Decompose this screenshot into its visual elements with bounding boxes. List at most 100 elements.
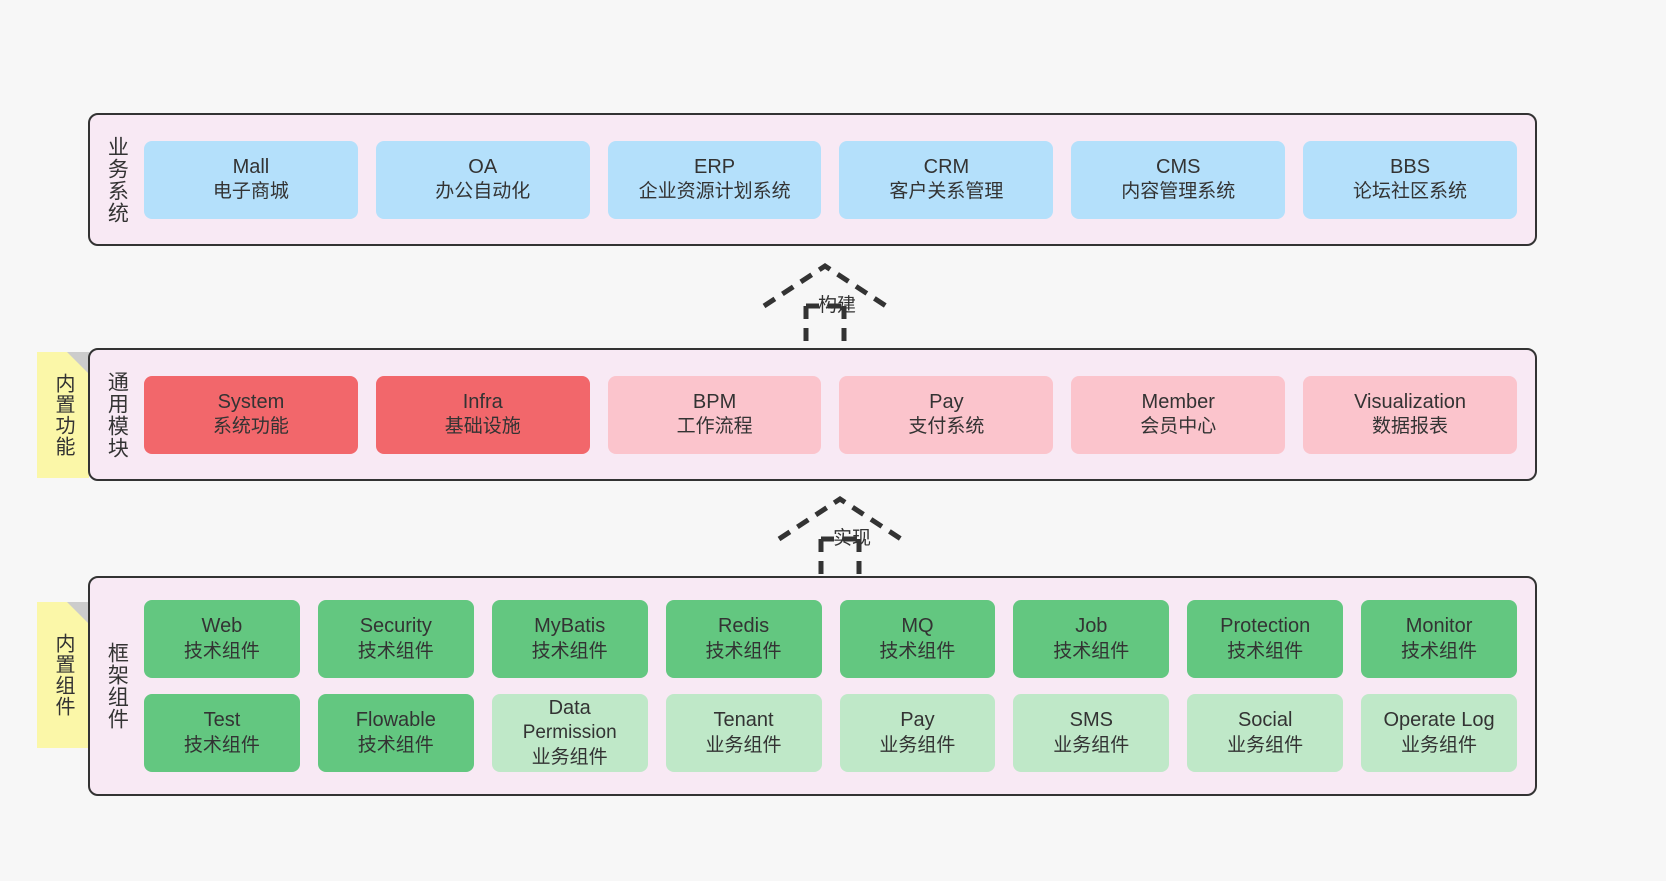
layer-label-framework-component: 框架组件	[105, 642, 129, 730]
cell-title: Visualization	[1354, 390, 1467, 413]
cell-subtitle: 会员中心	[1140, 416, 1217, 438]
cell-subtitle: 业务组件	[531, 746, 608, 768]
layer-label-business-system: 业务系统	[105, 135, 129, 224]
cell-subtitle: 技术组件	[705, 640, 782, 662]
cell-title: CRM	[923, 155, 970, 178]
cell-subtitle: 企业资源计划系统	[638, 181, 791, 203]
cell-title: Job	[1075, 615, 1108, 638]
sticky-note-builtin-component: 内置组件	[37, 602, 89, 748]
cell-title: System	[217, 390, 285, 413]
cell-subtitle: 论坛社区系统	[1353, 181, 1468, 203]
common-module-box-system[interactable]: System 系统功能	[144, 375, 358, 454]
cell-title: Tenant	[713, 709, 774, 732]
business-system-box-bbs[interactable]: BBS 论坛社区系统	[1303, 140, 1517, 219]
cell-subtitle: 业务组件	[1401, 734, 1478, 756]
sticky-note-builtin-function-label: 内置功能	[52, 373, 74, 457]
cell-subtitle: 电子商城	[212, 181, 289, 203]
note-fold-corner-icon	[67, 352, 89, 374]
sticky-note-builtin-function: 内置功能	[37, 352, 89, 478]
cell-title: Web	[201, 615, 243, 638]
cell-title: Redis	[717, 615, 770, 638]
cell-title: Social	[1237, 709, 1293, 732]
business-system-box-crm[interactable]: CRM 客户关系管理	[839, 140, 1054, 219]
cell-title: Operate Log	[1383, 709, 1495, 732]
cell-title: Pay	[929, 390, 964, 413]
cell-title: Security	[359, 615, 432, 638]
cell-subtitle: 数据报表	[1372, 416, 1449, 438]
cell-subtitle: 客户关系管理	[889, 181, 1004, 203]
cell-subtitle: 业务组件	[1227, 734, 1304, 756]
cell-title: MyBatis	[534, 615, 606, 638]
cell-title: OA	[468, 155, 498, 178]
cell-subtitle: 业务组件	[879, 734, 956, 756]
connector-build: 构建	[760, 262, 910, 348]
note-fold-corner-icon	[67, 602, 89, 624]
cell-subtitle: 支付系统	[908, 416, 985, 438]
cell-subtitle: 工作流程	[676, 416, 753, 438]
common-module-box-visualization[interactable]: Visualization 数据报表	[1303, 375, 1517, 454]
common-module-box-pay[interactable]: Pay 支付系统	[839, 375, 1054, 454]
cell-title: CMS	[1156, 155, 1201, 178]
cell-subtitle: 技术组件	[357, 640, 434, 662]
cell-title: Mall	[232, 155, 270, 178]
cell-subtitle: 内容管理系统	[1121, 181, 1236, 203]
cell-subtitle: 技术组件	[1401, 640, 1478, 662]
cell-title: Pay	[900, 709, 935, 732]
cell-subtitle: 技术组件	[1053, 640, 1130, 662]
cell-subtitle: 业务组件	[1053, 734, 1130, 756]
cell-title: Infra	[462, 390, 503, 413]
cell-subtitle: 技术组件	[357, 734, 434, 756]
sticky-note-builtin-component-label: 内置组件	[52, 633, 74, 717]
layer-label-common-module: 通用模块	[105, 370, 129, 459]
cell-title: BBS	[1390, 155, 1431, 178]
connector-build-label: 构建	[818, 295, 857, 316]
business-system-box-erp[interactable]: ERP 企业资源计划系统	[607, 140, 822, 219]
connector-implement-label: 实现	[833, 528, 872, 549]
cell-subtitle: 系统功能	[212, 416, 289, 438]
cell-title: Data	[548, 696, 591, 719]
connector-implement-shape	[777, 496, 903, 581]
business-system-box-mall[interactable]: Mall 电子商城	[144, 140, 358, 219]
cell-subtitle: 业务组件	[705, 734, 782, 756]
cell-title: Monitor	[1405, 615, 1473, 638]
connector-implement: 实现	[775, 495, 925, 581]
cell-title: Flowable	[355, 709, 436, 732]
cell-title: ERP	[694, 155, 736, 178]
connector-build-shape	[762, 263, 888, 348]
business-system-box-cms[interactable]: CMS 内容管理系统	[1071, 140, 1286, 219]
cell-title: BPM	[692, 390, 737, 413]
cell-title: Test	[203, 709, 241, 732]
cell-subtitle: 技术组件	[183, 640, 260, 662]
cell-title: MQ	[901, 615, 934, 638]
common-module-box-bpm[interactable]: BPM 工作流程	[607, 375, 822, 454]
cell-subtitle: 技术组件	[183, 734, 260, 756]
